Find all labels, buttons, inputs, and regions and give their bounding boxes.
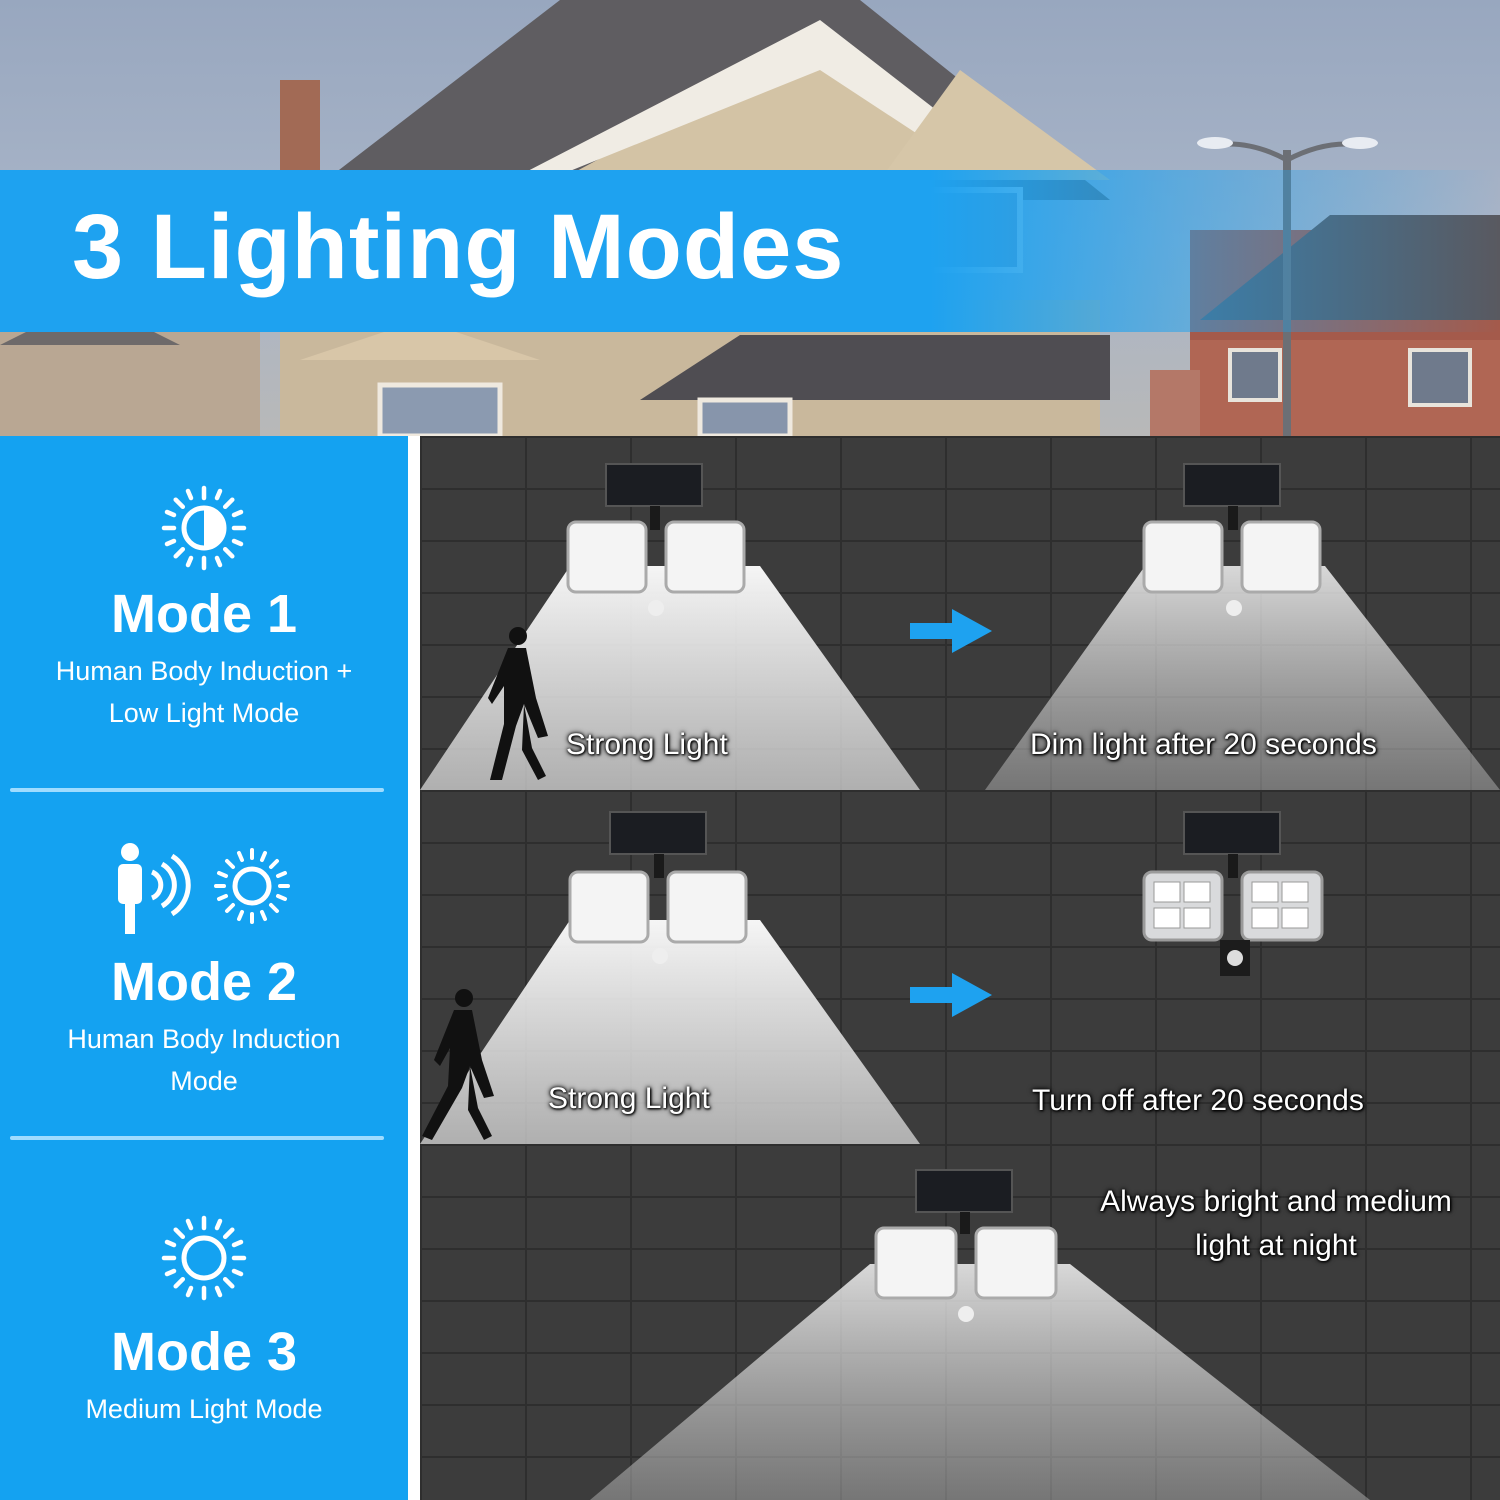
mode-3-panel: Always bright and medium light at night — [420, 1144, 1500, 1500]
dim-light-beam — [985, 566, 1500, 790]
solar-light-fixture — [874, 1169, 1058, 1322]
mode-1-panel: Strong Light Dim light after 20 seconds — [420, 436, 1500, 790]
solar-light-fixture — [1142, 463, 1322, 616]
always-bright-label-line-1: Always bright and medium — [1100, 1185, 1452, 1218]
walking-person-silhouette — [488, 627, 548, 780]
houses-background-photo — [0, 0, 1500, 436]
walking-person-silhouette — [422, 989, 494, 1140]
mode-divider-1 — [10, 788, 384, 792]
mode-1-description-line-1: Human Body Induction + — [55, 656, 353, 686]
sun-icon — [0, 1214, 408, 1302]
solar-light-fixture — [566, 463, 746, 616]
dim-light-label: Dim light after 20 seconds — [1030, 728, 1377, 761]
arrow-right-icon — [910, 973, 992, 1017]
mode-2-title: Mode 2 — [110, 952, 298, 1012]
mode-1-description-line-2: Low Light Mode — [108, 698, 300, 728]
mode-3-title: Mode 3 — [110, 1322, 298, 1382]
strong-light-label: Strong Light — [566, 728, 728, 761]
mode-2-panel: Strong Light Turn off after 20 seconds — [420, 790, 1500, 1144]
motion-sensor-icon — [0, 842, 408, 938]
solar-light-fixture-off — [1142, 811, 1324, 976]
mode-2-description-line-1: Human Body Induction — [67, 1024, 341, 1054]
always-bright-label: Always bright and medium light at night — [1066, 1180, 1486, 1268]
sidebar-separator — [408, 436, 420, 1500]
always-bright-label-line-2: light at night — [1195, 1229, 1357, 1262]
mode-3-block: Mode 3 Medium Light Mode — [0, 1214, 408, 1430]
mode-2-description-line-2: Mode — [170, 1066, 238, 1096]
strong-light-beam — [420, 920, 920, 1144]
turn-off-label: Turn off after 20 seconds — [1032, 1084, 1364, 1117]
mode-1-title: Mode 1 — [110, 584, 298, 644]
page-title: 3 Lighting Modes — [72, 196, 845, 298]
mode-1-block: Mode 1 Human Body Induction + Low Light … — [0, 484, 408, 734]
strong-light-label: Strong Light — [548, 1082, 710, 1115]
arrow-right-icon — [910, 609, 992, 653]
half-sun-icon — [0, 484, 408, 572]
mode-divider-2 — [10, 1136, 384, 1140]
solar-light-fixture — [568, 811, 748, 964]
mode-2-block: Mode 2 Human Body Induction Mode — [0, 842, 408, 1102]
mode-3-description-line-1: Medium Light Mode — [85, 1394, 323, 1424]
title-banner — [0, 170, 1500, 332]
medium-light-beam — [590, 1264, 1370, 1500]
mode-sidebar: Mode 1 Human Body Induction + Low Light … — [0, 436, 408, 1500]
